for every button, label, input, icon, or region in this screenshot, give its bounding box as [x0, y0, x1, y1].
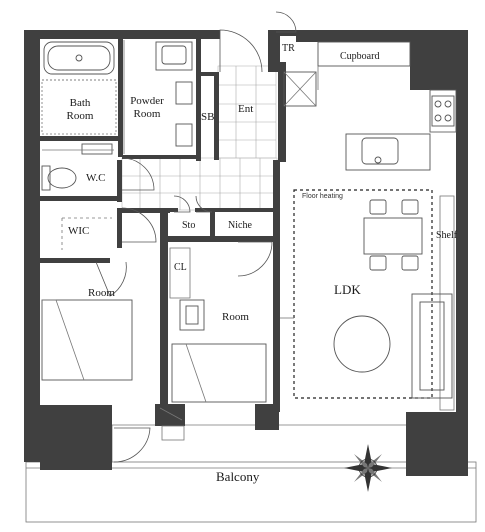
- bathtub: [41, 41, 117, 135]
- dining-set: [363, 199, 423, 271]
- floor-heating-area: [293, 189, 433, 399]
- wic-rail: [61, 217, 112, 250]
- sto-label: Sto: [182, 220, 195, 231]
- room-left-label: Room: [88, 287, 115, 299]
- niche-label: Niche: [228, 220, 252, 231]
- shelf-line: [439, 195, 455, 411]
- room-center-label: Room: [222, 311, 249, 323]
- cl-label: CL: [174, 262, 187, 273]
- sb-label: SB: [201, 111, 214, 123]
- walls: [24, 30, 468, 476]
- cupboard-label: Cupboard: [340, 51, 379, 62]
- kitchen: [283, 41, 457, 171]
- bed-center: [171, 299, 267, 403]
- balcony-label: Balcony: [216, 469, 260, 484]
- wic-label: WIC: [68, 225, 89, 237]
- floor-heating-label: Floor heating: [302, 193, 343, 200]
- toilet: [41, 143, 114, 191]
- ldk-label: LDK: [334, 282, 361, 297]
- closet: [169, 247, 191, 299]
- bed-left: [41, 299, 133, 381]
- tr-label: TR: [282, 43, 295, 54]
- wc-label: W.C: [86, 172, 105, 184]
- ent-label: Ent: [238, 103, 253, 115]
- drain-fixture: [159, 407, 185, 441]
- sofa: [333, 293, 453, 399]
- washbasin: [123, 40, 193, 154]
- doors: [95, 11, 297, 463]
- shelf-label: Shelf: [436, 230, 458, 241]
- compass-rose-icon: [344, 444, 392, 492]
